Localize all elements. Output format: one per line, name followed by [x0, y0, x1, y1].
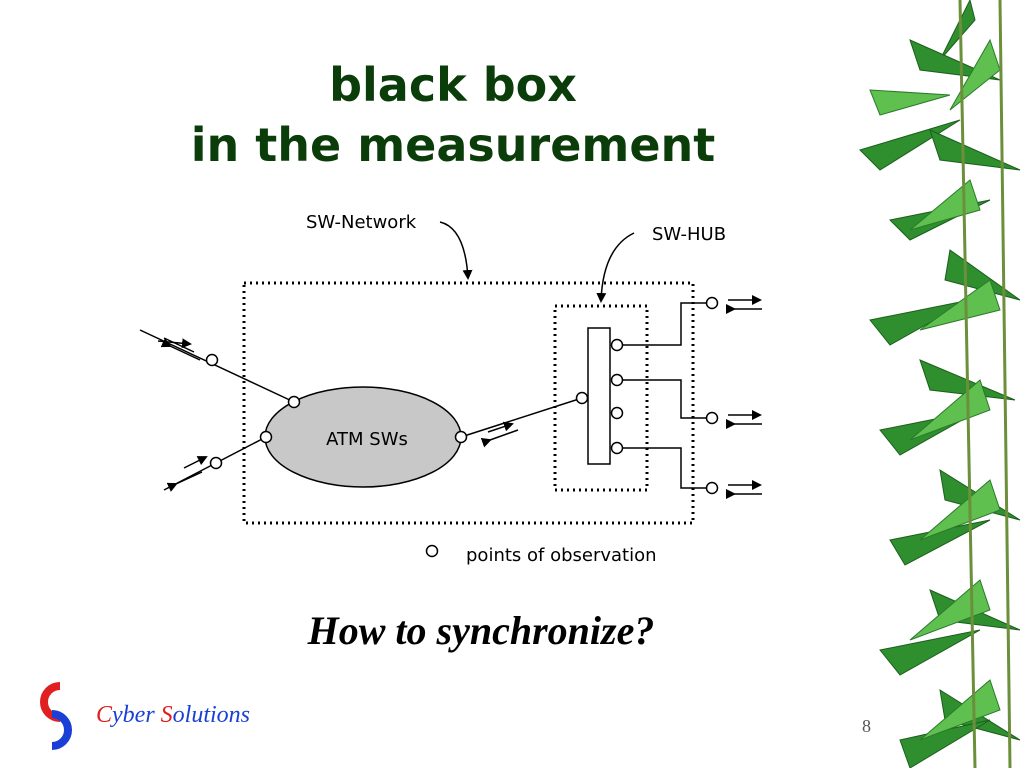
slide-title-line1: black box	[329, 58, 577, 112]
observation-point	[287, 395, 301, 409]
sw-hub-callout-arrow	[596, 232, 635, 303]
observation-point	[610, 406, 624, 420]
legend-symbol	[425, 544, 439, 558]
brand-name: Cyber Solutions	[96, 702, 251, 728]
observation-point	[705, 411, 719, 425]
observation-point	[454, 430, 468, 444]
observation-point	[205, 353, 219, 367]
observation-point	[610, 373, 624, 387]
sw-network-callout-arrow	[439, 221, 473, 280]
cyber-solutions-logo-icon	[40, 682, 72, 750]
observation-point	[705, 481, 719, 495]
sw-hub-device	[587, 327, 611, 465]
network-diagram: SW-Network SW-HUB ATM SWs	[139, 212, 762, 566]
synchronize-question: How to synchronize?	[307, 608, 655, 653]
legend-label: points of observation	[466, 545, 657, 566]
slide-title-line2: in the measurement	[190, 118, 716, 172]
sw-network-label: SW-Network	[306, 212, 417, 233]
sw-network-boundary	[242, 281, 695, 525]
observation-point	[610, 441, 624, 455]
bamboo-decoration	[859, 0, 1021, 768]
observation-point	[610, 338, 624, 352]
observation-point	[575, 391, 589, 405]
observation-point	[209, 456, 223, 470]
page-number: 8	[862, 716, 871, 736]
observation-point	[705, 296, 719, 310]
atm-switch-label: ATM SWs	[326, 429, 408, 450]
observation-point	[259, 430, 273, 444]
sw-hub-label: SW-HUB	[652, 224, 726, 245]
